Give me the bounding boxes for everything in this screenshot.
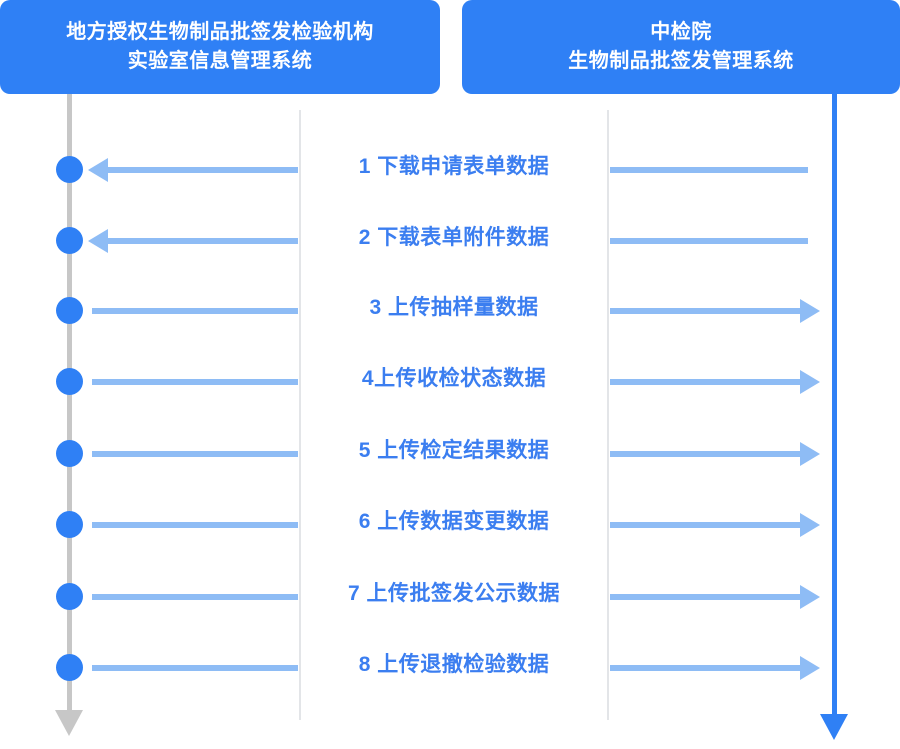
step-node-dot (56, 368, 83, 395)
arrow-left-icon (88, 229, 108, 253)
flow-line-left-segment (92, 308, 298, 314)
step-label: 4上传收检状态数据 (361, 367, 547, 390)
flow-line-left-segment (105, 167, 298, 173)
step-node-dot (56, 583, 83, 610)
column-divider-right (607, 110, 609, 720)
flow-line-left-segment (105, 238, 298, 244)
step-row: 7 上传批签发公示数据 (0, 579, 900, 615)
header-box-left-institution: 地方授权生物制品批签发检验机构 实验室信息管理系统 (0, 0, 440, 94)
step-label: 2 下载表单附件数据 (358, 226, 550, 249)
header-right-line2: 生物制品批签发管理系统 (568, 50, 794, 72)
arrow-right-icon (800, 370, 820, 394)
column-divider-left (299, 110, 301, 720)
step-label: 3 上传抽样量数据 (369, 296, 539, 319)
step-row: 8 上传退撤检验数据 (0, 650, 900, 686)
flow-line-right-segment (610, 238, 808, 244)
arrow-left-icon (88, 158, 108, 182)
flow-line-right-segment (610, 594, 803, 600)
step-row: 2 下载表单附件数据 (0, 223, 900, 259)
flow-line-right-segment (610, 522, 803, 528)
lifeline-right (832, 94, 837, 716)
step-node-dot (56, 440, 83, 467)
step-row: 5 上传检定结果数据 (0, 436, 900, 472)
flow-line-left-segment (92, 451, 298, 457)
arrow-right-icon (800, 442, 820, 466)
flow-line-left-segment (92, 379, 298, 385)
step-row: 3 上传抽样量数据 (0, 293, 900, 329)
lifeline-right-arrow-icon (820, 714, 848, 740)
lifeline-left-arrow-icon (55, 710, 83, 736)
step-node-dot (56, 297, 83, 324)
header-right-line1: 中检院 (650, 21, 712, 43)
arrow-right-icon (800, 299, 820, 323)
step-label: 7 上传批签发公示数据 (347, 582, 560, 605)
step-node-dot (56, 511, 83, 538)
step-row: 4上传收检状态数据 (0, 364, 900, 400)
header-left-line2: 实验室信息管理系统 (127, 50, 313, 72)
flow-line-right-segment (610, 379, 803, 385)
lifeline-left (67, 94, 72, 712)
step-node-dot (56, 156, 83, 183)
step-row: 6 上传数据变更数据 (0, 507, 900, 543)
step-label: 8 上传退撤检验数据 (358, 653, 550, 676)
arrow-right-icon (800, 585, 820, 609)
flow-line-right-segment (610, 451, 803, 457)
flow-line-left-segment (92, 665, 298, 671)
flow-line-right-segment (610, 665, 803, 671)
step-row: 1 下载申请表单数据 (0, 152, 900, 188)
arrow-right-icon (800, 513, 820, 537)
arrow-right-icon (800, 656, 820, 680)
header-box-right-institution: 中检院 生物制品批签发管理系统 (462, 0, 900, 94)
flow-line-right-segment (610, 308, 803, 314)
flow-line-left-segment (92, 594, 298, 600)
flow-line-left-segment (92, 522, 298, 528)
header-left-line1: 地方授权生物制品批签发检验机构 (66, 21, 374, 43)
step-node-dot (56, 227, 83, 254)
step-label: 6 上传数据变更数据 (358, 510, 550, 533)
flow-line-right-segment (610, 167, 808, 173)
step-label: 1 下载申请表单数据 (358, 155, 550, 178)
step-node-dot (56, 654, 83, 681)
step-label: 5 上传检定结果数据 (358, 439, 550, 462)
